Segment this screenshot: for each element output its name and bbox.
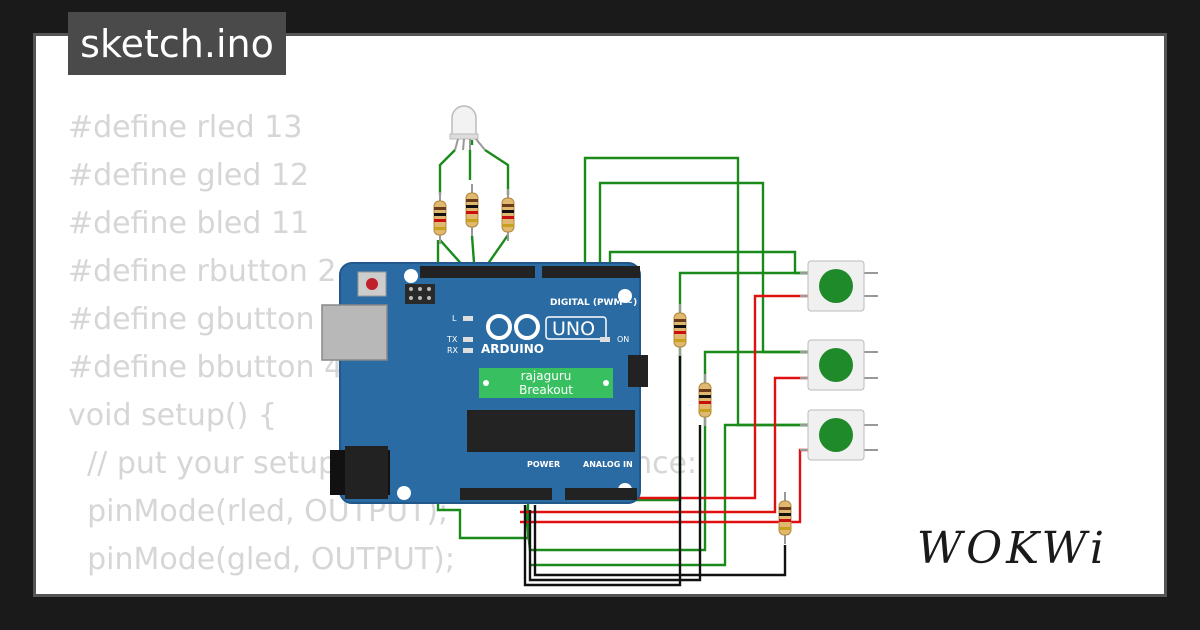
digital-label: DIGITAL (PWM ~) bbox=[550, 298, 637, 308]
push-button-2 bbox=[800, 339, 878, 391]
resistor bbox=[433, 191, 447, 245]
led-tx-label: TX bbox=[446, 335, 458, 344]
resistor bbox=[501, 188, 515, 242]
arduino-model: UNO bbox=[552, 318, 595, 340]
resistor bbox=[465, 183, 479, 237]
push-button-1 bbox=[800, 260, 878, 312]
code-line: #define bled 11 bbox=[68, 206, 310, 241]
arduino-brand: ARDUINO bbox=[481, 342, 544, 356]
analog-label: ANALOG IN bbox=[583, 460, 633, 469]
project-card: #define rled 13 #define gled 12 #define bl… bbox=[33, 33, 1167, 597]
code-line: #define gled 12 bbox=[68, 158, 310, 193]
resistor bbox=[778, 491, 792, 545]
led-rx-label: RX bbox=[447, 346, 459, 355]
led-on-label: ON bbox=[617, 335, 629, 344]
board-label-line1: rajaguru bbox=[521, 369, 572, 383]
usb-port bbox=[321, 304, 388, 361]
power-label: POWER bbox=[527, 460, 560, 469]
resistor bbox=[673, 303, 687, 357]
file-name-badge: sketch.ino bbox=[68, 12, 286, 75]
board-label-line2: Breakout bbox=[519, 383, 573, 397]
resistor bbox=[698, 373, 712, 427]
rgb-led bbox=[449, 105, 486, 151]
code-line: pinMode(gled, OUTPUT); bbox=[68, 542, 455, 577]
reset-button bbox=[366, 278, 378, 290]
circuit-diagram: rajaguru Breakout ARDUINO UNO DIGITAL (P… bbox=[321, 105, 878, 587]
arduino-board: rajaguru Breakout ARDUINO UNO DIGITAL (P… bbox=[321, 262, 648, 504]
code-line: void setup() { bbox=[68, 398, 277, 433]
black-wires bbox=[523, 355, 787, 587]
microcontroller-chip bbox=[467, 410, 635, 452]
code-line: #define rbutton 2 bbox=[68, 254, 337, 289]
code-line: #define bbutton 4 bbox=[68, 350, 344, 385]
code-line: pinMode(bled, OUTPUT); bbox=[68, 584, 697, 594]
code-line: #define rled 13 bbox=[68, 110, 303, 145]
push-button-3 bbox=[800, 409, 878, 461]
led-l-label: L bbox=[452, 314, 457, 323]
arduino-logo-icon bbox=[486, 314, 540, 340]
wokwi-logo[interactable]: WOKWi bbox=[910, 523, 1114, 574]
board-label bbox=[479, 368, 613, 398]
